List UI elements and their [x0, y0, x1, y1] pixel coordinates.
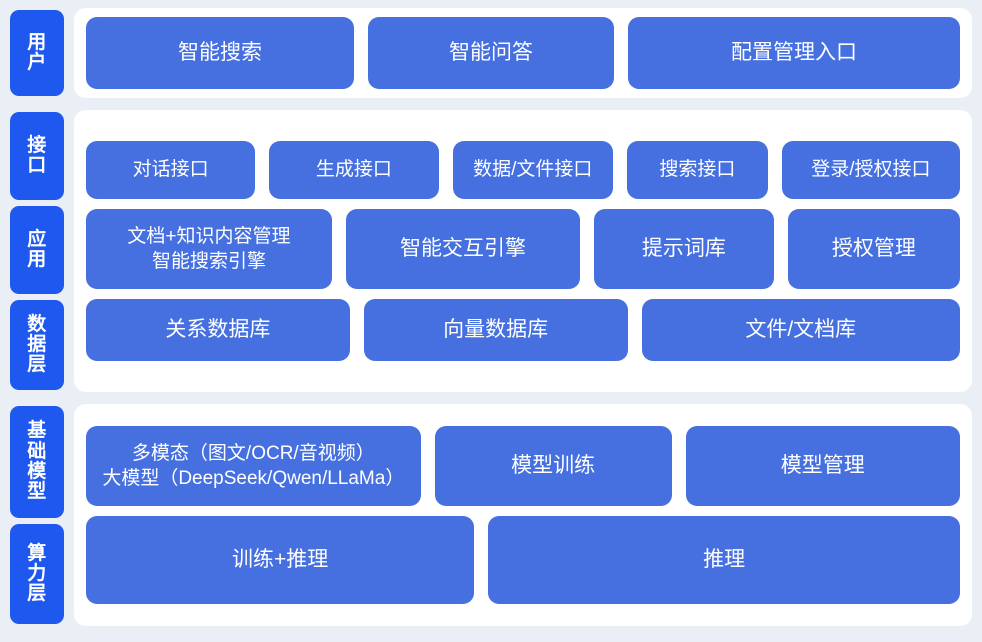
data-row: 关系数据库 向量数据库 文件/文档库	[86, 299, 961, 361]
node-login-auth-interface[interactable]: 登录/授权接口	[781, 141, 960, 199]
node-training-and-inference[interactable]: 训练+推理	[86, 516, 475, 604]
model-row: 多模态（图文/OCR/音视频） 大模型（DeepSeek/Qwen/LLaMa）…	[86, 426, 960, 506]
band-user-card: 智能搜索 智能问答 配置管理入口	[74, 8, 972, 98]
node-generation-interface[interactable]: 生成接口	[269, 141, 439, 199]
band-infra-chips: 基础模型 算力层	[10, 404, 64, 626]
layer-chip-interface[interactable]: 接口	[10, 112, 64, 200]
band-middle-chips: 接口 应用 数据层	[10, 110, 64, 392]
node-config-management-entry[interactable]: 配置管理入口	[628, 17, 960, 89]
node-file-document-store[interactable]: 文件/文档库	[641, 299, 961, 361]
node-document-knowledge-management[interactable]: 文档+知识内容管理 智能搜索引擎	[86, 209, 332, 289]
node-prompt-library[interactable]: 提示词库	[594, 209, 774, 289]
node-inference[interactable]: 推理	[488, 516, 960, 604]
node-intelligent-qa[interactable]: 智能问答	[368, 17, 615, 89]
layer-chip-data[interactable]: 数据层	[10, 300, 64, 390]
node-relational-database[interactable]: 关系数据库	[86, 299, 350, 361]
layer-chip-application[interactable]: 应用	[10, 206, 64, 294]
layer-chip-user[interactable]: 用户	[10, 10, 64, 96]
layer-chip-compute-power[interactable]: 算力层	[10, 524, 64, 624]
node-multimodal-large-model[interactable]: 多模态（图文/OCR/音视频） 大模型（DeepSeek/Qwen/LLaMa）	[86, 426, 421, 506]
band-infra-card: 多模态（图文/OCR/音视频） 大模型（DeepSeek/Qwen/LLaMa）…	[74, 404, 972, 626]
band-infrastructure: 基础模型 算力层 多模态（图文/OCR/音视频） 大模型（DeepSeek/Qw…	[10, 404, 972, 626]
node-vector-database[interactable]: 向量数据库	[363, 299, 628, 361]
node-model-management[interactable]: 模型管理	[685, 426, 960, 506]
band-middle: 接口 应用 数据层 对话接口 生成接口 数据/文件接口 搜索接口 登录/授权接口…	[10, 110, 972, 392]
layer-chip-foundation-model[interactable]: 基础模型	[10, 406, 64, 518]
band-user: 用户 智能搜索 智能问答 配置管理入口	[10, 8, 972, 98]
user-row: 智能搜索 智能问答 配置管理入口	[86, 17, 960, 89]
node-model-training[interactable]: 模型训练	[434, 426, 672, 506]
application-row: 文档+知识内容管理 智能搜索引擎 智能交互引擎 提示词库 授权管理	[86, 209, 960, 289]
node-data-file-interface[interactable]: 数据/文件接口	[452, 141, 613, 199]
node-dialog-interface[interactable]: 对话接口	[86, 141, 256, 199]
node-intelligent-search[interactable]: 智能搜索	[86, 17, 354, 89]
compute-power-row: 训练+推理 推理	[86, 516, 960, 604]
band-middle-card: 对话接口 生成接口 数据/文件接口 搜索接口 登录/授权接口 文档+知识内容管理…	[74, 110, 972, 392]
node-search-interface[interactable]: 搜索接口	[626, 141, 768, 199]
node-authorization-management[interactable]: 授权管理	[787, 209, 960, 289]
node-intelligent-interaction-engine[interactable]: 智能交互引擎	[345, 209, 581, 289]
interface-row: 对话接口 生成接口 数据/文件接口 搜索接口 登录/授权接口	[86, 141, 960, 199]
band-user-chips: 用户	[10, 8, 64, 98]
